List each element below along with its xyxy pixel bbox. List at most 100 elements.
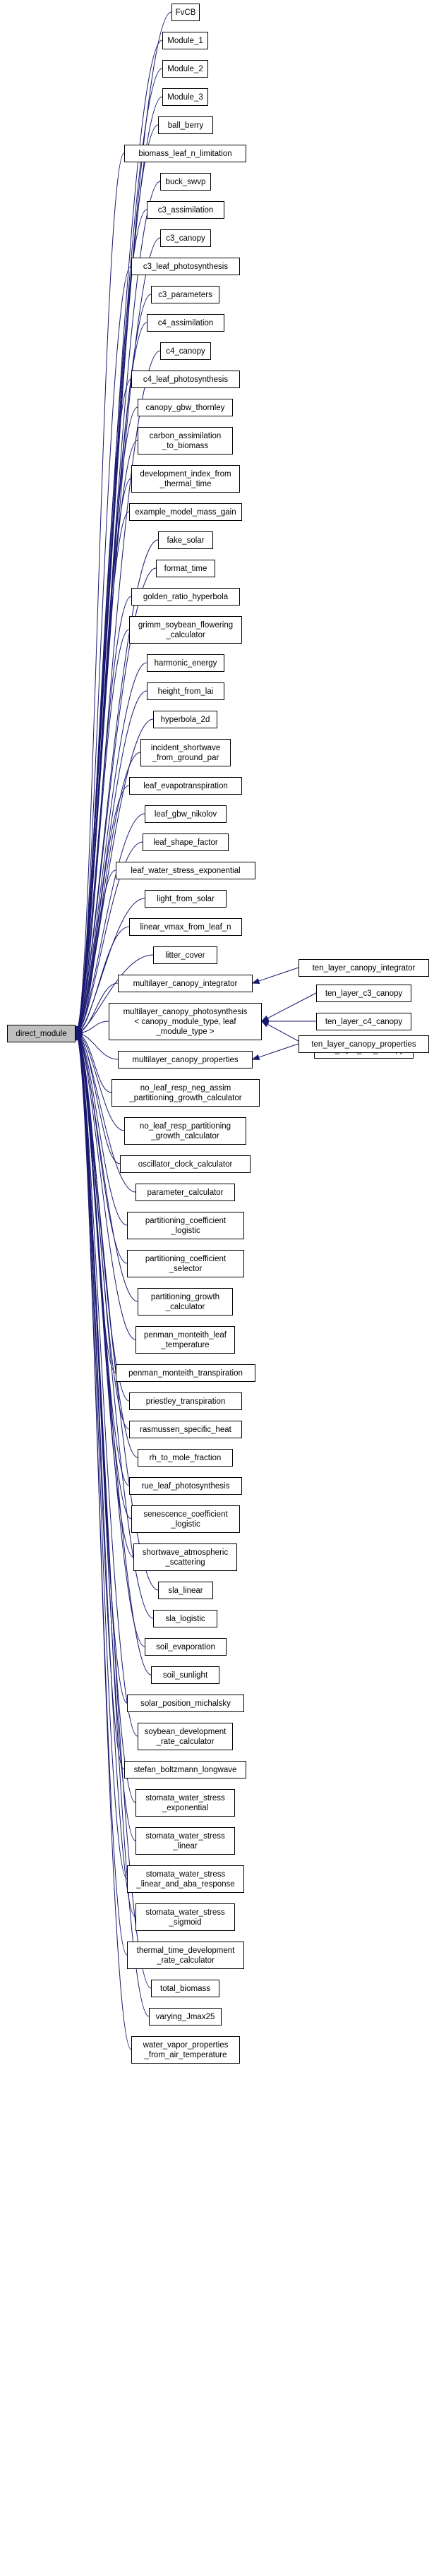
class-node-penman-monteith-transpiration[interactable]: penman_monteith_transpiration bbox=[116, 1364, 255, 1382]
class-node-stomata-water-stress-linear[interactable]: stomata_water_stress_linear bbox=[135, 1827, 235, 1855]
class-node-water-vapor-properties-from-air-temperature[interactable]: water_vapor_properties_from_air_temperat… bbox=[131, 2036, 240, 2064]
class-node-total-biomass-box bbox=[151, 1980, 219, 1997]
class-node-stefan-boltzmann-longwave[interactable]: stefan_boltzmann_longwave bbox=[124, 1761, 246, 1778]
class-node-rue-leaf-photosynthesis[interactable]: rue_leaf_photosynthesis bbox=[129, 1477, 242, 1495]
class-node-harmonic-energy[interactable]: harmonic_energy bbox=[147, 654, 224, 672]
class-node-c4-canopy[interactable]: c4_canopy bbox=[160, 342, 211, 360]
class-node-c3-canopy[interactable]: c3_canopy bbox=[160, 229, 211, 247]
class-node-fvcb[interactable]: FvCB bbox=[171, 4, 200, 21]
class-node-partitioning-coefficient-logistic[interactable]: partitioning_coefficient_logistic bbox=[127, 1212, 244, 1239]
class-node-rh-to-mole-fraction-box bbox=[138, 1449, 233, 1467]
class-node-c4-assimilation[interactable]: c4_assimilation bbox=[147, 314, 224, 332]
class-node-carbon-assimilation-to-biomass[interactable]: carbon_assimilation_to_biomass bbox=[138, 427, 233, 455]
class-node-module-2[interactable]: Module_2 bbox=[162, 60, 208, 78]
class-node-litter-cover[interactable]: litter_cover bbox=[153, 946, 217, 964]
class-node-stomata-water-stress-linear-and-aba-response[interactable]: stomata_water_stress_linear_and_aba_resp… bbox=[127, 1865, 244, 1893]
class-node-gmmm-soybean-flowering-calculator[interactable]: grimm_soybean_flowering_calculator bbox=[129, 616, 242, 644]
class-node-rasmussen-specific-heat[interactable]: rasmussen_specific_heat bbox=[129, 1421, 242, 1438]
class-node-module-2-label: Module_2 bbox=[167, 65, 203, 73]
class-node-linear-vmax-from-leaf-n[interactable]: linear_vmax_from_leaf_n bbox=[129, 918, 242, 936]
class-node-multilayer-canopy-properties-box bbox=[118, 1051, 253, 1069]
class-node-rasmussen-specific-heat-box bbox=[129, 1421, 242, 1438]
class-node-sla-logistic[interactable]: sla_logistic bbox=[153, 1610, 217, 1627]
class-node-penman-monteith-leaf-temperature[interactable]: penman_monteith_leaf_temperature bbox=[135, 1326, 235, 1354]
class-node-incident-shortwave-from-ground-par[interactable]: incident_shortwave_from_ground_par bbox=[140, 739, 231, 766]
class-node-sla-linear[interactable]: sla_linear bbox=[158, 1582, 213, 1599]
class-node-varying-jmax25-box bbox=[149, 2008, 222, 2026]
subclass-node-ten-layer-canopy-integrator[interactable]: ten_layer_canopy_integrator bbox=[299, 959, 429, 977]
class-node-module-1[interactable]: Module_1 bbox=[162, 32, 208, 49]
class-node-solar-position-michalsky[interactable]: solar_position_michalsky bbox=[127, 1695, 244, 1712]
class-node-total-biomass[interactable]: total_biomass bbox=[151, 1980, 219, 1997]
class-node-c4-canopy-box bbox=[160, 342, 211, 360]
class-node-canopy-gbw-thornley[interactable]: canopy_gbw_thornley bbox=[138, 399, 233, 416]
class-node-gmmm-soybean-flowering-calculator-box bbox=[129, 616, 242, 644]
class-node-varying-jmax25[interactable]: varying_Jmax25 bbox=[149, 2008, 222, 2026]
subclass-node-ten-layer-canopy-properties-box bbox=[299, 1035, 429, 1053]
class-node-shortwave-atmospheric-scattering[interactable]: shortwave_atmospheric_scattering bbox=[133, 1543, 237, 1571]
class-node-leaf-shape-factor-label: leaf_shape_factor bbox=[153, 838, 218, 847]
class-node-biomass-leaf-n-limitation[interactable]: biomass_leaf_n_limitation bbox=[124, 145, 246, 162]
class-node-thermal-time-development-rate-calculator-box bbox=[127, 1942, 244, 1969]
class-node-hyperbola-2d[interactable]: hyperbola_2d bbox=[153, 711, 217, 728]
class-node-stomata-water-stress-linear-and-aba-response-label: _linear_and_aba_response bbox=[135, 1880, 234, 1889]
class-node-module-3[interactable]: Module_3 bbox=[162, 88, 208, 106]
class-node-c3-leaf-photosynthesis[interactable]: c3_leaf_photosynthesis bbox=[131, 258, 240, 275]
subclass-node-ten-layer-canopy-properties[interactable]: ten_layer_canopy_properties bbox=[299, 1035, 429, 1053]
class-node-rue-leaf-photosynthesis-label: rue_leaf_photosynthesis bbox=[142, 1482, 230, 1491]
class-node-leaf-water-stress-exponential[interactable]: leaf_water_stress_exponential bbox=[116, 862, 255, 879]
class-node-ball-berry[interactable]: ball_berry bbox=[158, 116, 213, 134]
class-node-height-from-lai[interactable]: height_from_lai bbox=[147, 682, 224, 700]
class-node-soybean-development-rate-calculator[interactable]: soybean_development_rate_calculator bbox=[138, 1723, 233, 1750]
class-node-development-index-from-thermal-time-label: development_index_from bbox=[140, 470, 231, 479]
class-node-no-leaf-resp-neg-assim-partitioning-growth-calculator[interactable]: no_leaf_resp_neg_assim_partitioning_grow… bbox=[111, 1079, 260, 1107]
subclass-node-ten-layer-c3-canopy[interactable]: ten_layer_c3_canopy bbox=[316, 985, 411, 1002]
edge-ten-layer-canopy-integrator-arrowhead bbox=[251, 977, 260, 984]
class-node-stomata-water-stress-exponential[interactable]: stomata_water_stress_exponential bbox=[135, 1789, 235, 1817]
class-node-multilayer-canopy-integrator[interactable]: multilayer_canopy_integrator bbox=[118, 975, 253, 992]
class-node-partitioning-coefficient-selector[interactable]: partitioning_coefficient_selector bbox=[127, 1250, 244, 1277]
class-node-c3-parameters[interactable]: c3_parameters bbox=[151, 286, 219, 303]
class-node-oscillator-clock-calculator[interactable]: oscillator_clock_calculator bbox=[120, 1155, 251, 1173]
class-node-stomata-water-stress-linear-and-aba-response-label: stomata_water_stress bbox=[146, 1870, 226, 1879]
class-node-leaf-evapotranspiration[interactable]: leaf_evapotranspiration bbox=[129, 777, 242, 795]
class-node-example-model-mass-gain[interactable]: example_model_mass_gain bbox=[129, 503, 242, 521]
subclass-node-ten-layer-c4-canopy[interactable]: ten_layer_c4_canopy bbox=[316, 1013, 411, 1030]
class-node-soil-evaporation[interactable]: soil_evaporation bbox=[145, 1638, 227, 1656]
class-node-soil-sunlight[interactable]: soil_sunlight bbox=[151, 1666, 219, 1684]
class-node-biomass-leaf-n-limitation-box bbox=[124, 145, 246, 162]
class-node-leaf-shape-factor[interactable]: leaf_shape_factor bbox=[143, 833, 229, 851]
class-node-golden-ratio-hyperbola[interactable]: golden_ratio_hyperbola bbox=[131, 588, 240, 606]
class-node-format-time[interactable]: format_time bbox=[156, 560, 215, 577]
class-node-partitioning-growth-calculator[interactable]: partitioning_growth_calculator bbox=[138, 1288, 233, 1316]
class-node-no-leaf-resp-partitioning-growth-calculator[interactable]: no_leaf_resp_partitioning_growth_calcula… bbox=[124, 1117, 246, 1145]
class-node-stomata-water-stress-linear-label: stomata_water_stress bbox=[145, 1832, 225, 1841]
class-node-stomata-water-stress-sigmoid[interactable]: stomata_water_stress_sigmoid bbox=[135, 1903, 235, 1931]
class-node-light-from-solar[interactable]: light_from_solar bbox=[145, 890, 227, 908]
class-node-multilayer-canopy-photosynthesis[interactable]: multilayer_canopy_photosynthesis< canopy… bbox=[109, 1003, 262, 1040]
class-node-c3-assimilation-box bbox=[147, 201, 224, 219]
class-node-leaf-shape-factor-box bbox=[143, 833, 229, 851]
class-node-soybean-development-rate-calculator-box bbox=[138, 1723, 233, 1750]
class-node-thermal-time-development-rate-calculator[interactable]: thermal_time_development_rate_calculator bbox=[127, 1942, 244, 1969]
class-node-thermal-time-development-rate-calculator-label: _rate_calculator bbox=[156, 1956, 215, 1965]
class-node-priestley-transpiration-label: priestley_transpiration bbox=[146, 1397, 226, 1406]
class-node-partitioning-coefficient-selector-box bbox=[127, 1250, 244, 1277]
class-node-c4-leaf-photosynthesis[interactable]: c4_leaf_photosynthesis bbox=[131, 371, 240, 388]
class-node-harmonic-energy-box bbox=[147, 654, 224, 672]
class-node-leaf-gbw-nikolov-label: leaf_gbw_nikolov bbox=[155, 810, 217, 819]
class-node-stomata-water-stress-exponential-label: _exponential bbox=[162, 1804, 208, 1812]
root-node-direct-module[interactable]: direct_module bbox=[7, 1025, 76, 1042]
class-node-fake-solar[interactable]: fake_solar bbox=[158, 531, 213, 549]
class-node-parameter-calculator[interactable]: parameter_calculator bbox=[135, 1184, 235, 1201]
class-node-development-index-from-thermal-time[interactable]: development_index_from_thermal_time bbox=[131, 465, 240, 493]
class-node-module-1-label: Module_1 bbox=[167, 37, 203, 45]
class-node-priestley-transpiration[interactable]: priestley_transpiration bbox=[129, 1392, 242, 1410]
class-node-c3-parameters-label: c3_parameters bbox=[158, 291, 212, 299]
class-node-multilayer-canopy-properties[interactable]: multilayer_canopy_properties bbox=[118, 1051, 253, 1069]
class-node-buck-swvp[interactable]: buck_swvp bbox=[160, 173, 211, 191]
class-node-senescence-coefficient-logistic[interactable]: senescence_coefficient_logistic bbox=[131, 1505, 240, 1533]
class-node-c3-assimilation[interactable]: c3_assimilation bbox=[147, 201, 224, 219]
class-node-leaf-gbw-nikolov[interactable]: leaf_gbw_nikolov bbox=[145, 805, 227, 823]
class-node-rh-to-mole-fraction[interactable]: rh_to_mole_fraction bbox=[138, 1449, 233, 1467]
